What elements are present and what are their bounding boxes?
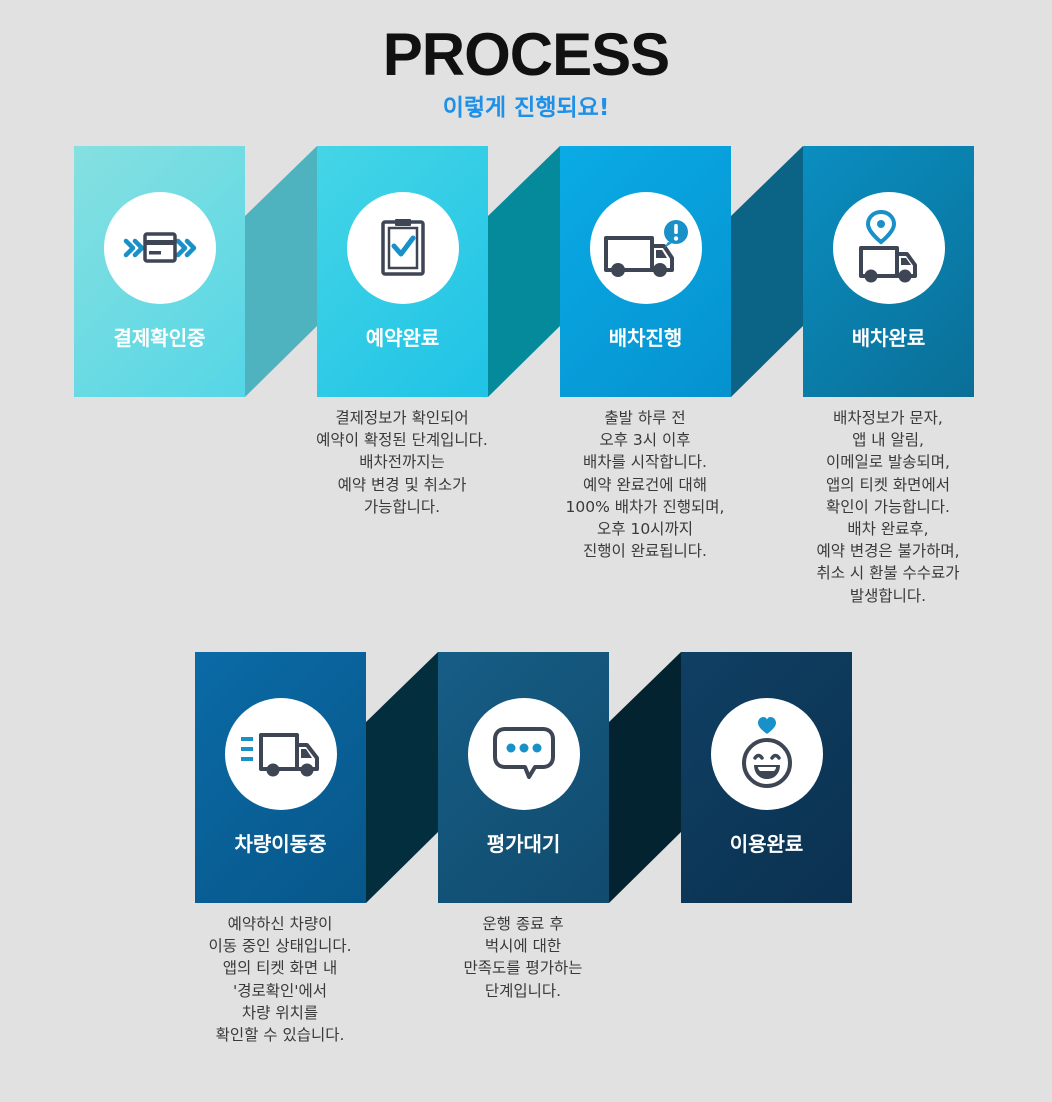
step-icon-circle (347, 192, 459, 304)
description-line: 취소 시 환불 수수료가 (816, 564, 960, 583)
description-line: 앱의 티켓 화면에서 (826, 475, 950, 494)
page-subtitle: 이렇게 진행되요! (442, 95, 610, 121)
description-line: 앱의 티켓 화면 내 (222, 959, 338, 978)
connector-3 (731, 146, 803, 397)
description-line: 배차정보가 문자, (833, 409, 943, 427)
description-line: 이동 중인 상태입니다. (208, 937, 352, 956)
description-line: 만족도를 평가하는 (463, 959, 583, 978)
truck-alert-icon (604, 220, 688, 277)
step-label: 예약완료 (365, 326, 440, 350)
step-icon-circle (711, 698, 823, 810)
step-icon-circle (225, 698, 337, 810)
truck-location-icon (859, 210, 917, 283)
chat-bubble-icon (493, 727, 555, 779)
step-icon-circle (104, 192, 216, 304)
step-dispatch-in-progress: 배차진행 (560, 146, 731, 397)
step-label: 배차완료 (851, 326, 926, 350)
description-line: 오후 10시까지 (597, 520, 693, 539)
step-description-dispatch-complete: 배차정보가 문자, 앱 내 알림, 이메일로 발송되며, 앱의 티켓 화면에서 … (768, 407, 1008, 607)
description-line: 확인할 수 있습니다. (215, 1026, 345, 1045)
step-dispatch-complete: 배차완료 (803, 146, 974, 397)
clipboard-check-icon (381, 219, 425, 276)
description-line: 발생합니다. (849, 586, 927, 605)
step-description-dispatch-in-progress: 출발 하루 전 오후 3시 이후 배차를 시작합니다. 예약 완료건에 대해 1… (525, 407, 765, 562)
description-line: 예약하신 차량이 (227, 915, 333, 933)
step-description-vehicle-moving: 예약하신 차량이 이동 중인 상태입니다. 앱의 티켓 화면 내 '경로확인'에… (160, 913, 400, 1046)
description-line: 배차 완료후, (847, 520, 929, 539)
step-payment-confirming: 결제확인중 (74, 146, 245, 397)
description-line: 예약 변경은 불가하며, (816, 542, 960, 561)
description-line: 배차를 시작합니다. (583, 453, 707, 472)
smiley-heart-icon (742, 717, 792, 788)
moving-truck-icon (241, 733, 319, 777)
description-line: 오후 3시 이후 (599, 431, 691, 450)
description-line: 운행 종료 후 (482, 915, 564, 933)
step-label: 결제확인중 (113, 326, 206, 350)
step-label: 이용완료 (729, 832, 804, 856)
description-line: 단계입니다. (484, 981, 562, 1000)
step-label: 평가대기 (486, 832, 561, 856)
step-reservation-complete: 예약완료 (317, 146, 488, 397)
description-line: 배차전까지는 (359, 453, 445, 472)
description-line: 가능합니다. (363, 497, 441, 516)
description-line: 100% 배차가 진행되며, (565, 497, 725, 516)
step-vehicle-moving: 차량이동중 (195, 652, 366, 903)
description-line: 이메일로 발송되며, (826, 453, 950, 472)
card-payment-icon (123, 232, 197, 263)
page-title: PROCESS (382, 21, 670, 88)
description-line: '경로확인'에서 (232, 981, 328, 1000)
description-line: 벅시에 대한 (484, 937, 562, 956)
description-line: 결제정보가 확인되어 (335, 409, 469, 427)
description-line: 예약이 확정된 단계입니다. (316, 431, 488, 450)
step-label: 차량이동중 (234, 832, 327, 856)
step-awaiting-review: 평가대기 (438, 652, 609, 903)
step-icon-circle (590, 192, 702, 304)
step-service-complete: 이용완료 (681, 652, 852, 903)
description-line: 진행이 완료됩니다. (583, 542, 707, 561)
connector-2 (488, 146, 560, 397)
step-icon-circle (833, 192, 945, 304)
description-line: 출발 하루 전 (604, 409, 686, 427)
description-line: 확인이 가능합니다. (826, 497, 950, 516)
step-description-reservation-complete: 결제정보가 확인되어 예약이 확정된 단계입니다. 배차전까지는 예약 변경 및… (282, 407, 522, 518)
description-line: 예약 완료건에 대해 (583, 475, 707, 494)
description-line: 예약 변경 및 취소가 (337, 475, 467, 494)
step-description-awaiting-review: 운행 종료 후 벅시에 대한 만족도를 평가하는 단계입니다. (403, 913, 643, 1002)
description-line: 차량 위치를 (241, 1003, 319, 1022)
connector-4 (366, 652, 438, 903)
connector-1 (245, 146, 317, 397)
step-label: 배차진행 (608, 326, 683, 350)
connector-5 (609, 652, 681, 903)
description-line: 앱 내 알림, (852, 431, 924, 450)
step-icon-circle (468, 698, 580, 810)
